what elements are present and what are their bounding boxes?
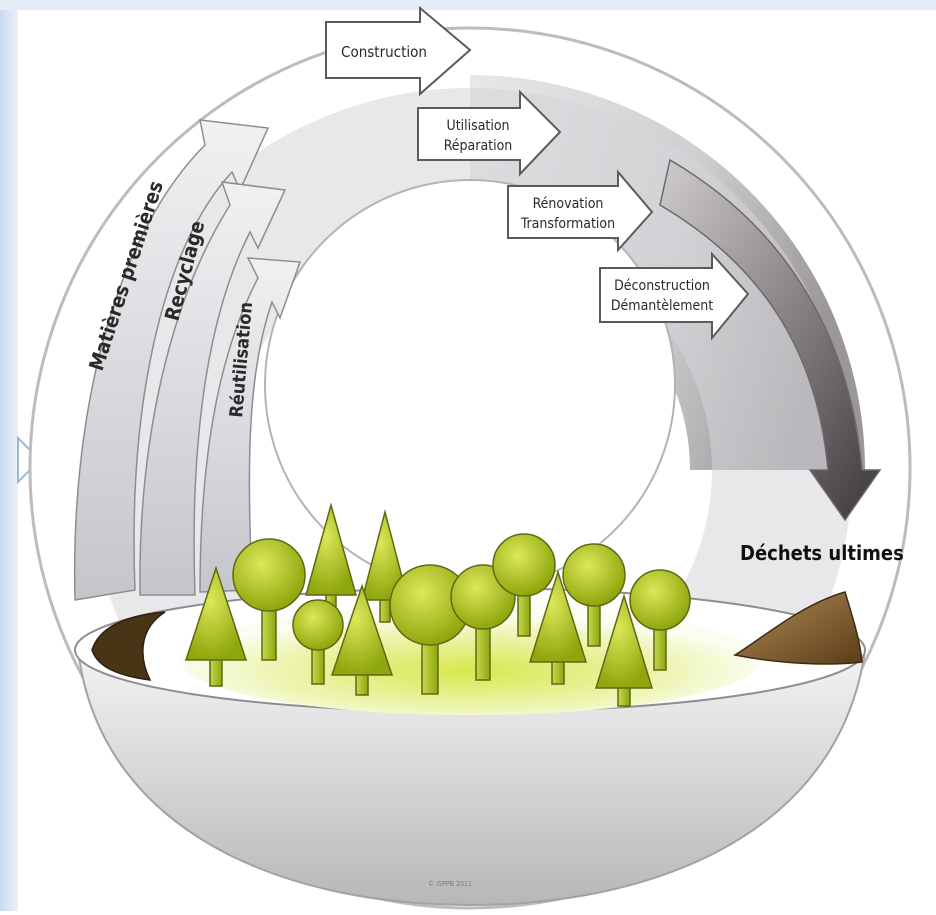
- construction-step: Construction: [325, 5, 472, 97]
- transformation-label: Transformation: [520, 216, 615, 232]
- final-waste-label: Déchets ultimes: [740, 541, 904, 565]
- right-soil-pile: [732, 591, 863, 665]
- slide-left-band: [0, 0, 18, 911]
- renovation-label: Rénovation: [533, 196, 604, 212]
- round-tree: [562, 543, 626, 647]
- conifer-tree: [184, 565, 248, 687]
- deconstruction-label: Déconstruction: [614, 278, 710, 294]
- final-waste-arrow: [659, 158, 882, 522]
- repair-label: Réparation: [444, 138, 513, 154]
- round-tree: [492, 533, 556, 637]
- use-label: Utilisation: [446, 118, 509, 134]
- round-tree: [292, 599, 344, 685]
- conifer-tree: [528, 569, 588, 685]
- construction-label: Construction: [341, 43, 427, 61]
- slide-top-band: [0, 0, 936, 10]
- renovation-step: Rénovation Transformation: [507, 169, 654, 253]
- round-tree: [232, 538, 306, 661]
- round-tree: [389, 564, 471, 695]
- conifer-tree: [594, 593, 654, 707]
- use-repair-step: Utilisation Réparation: [417, 89, 562, 177]
- deconstruction-step: Déconstruction Démantèlement: [599, 251, 750, 341]
- forest: [184, 502, 691, 707]
- round-tree: [629, 569, 691, 671]
- recycling-loop-arrow: [139, 181, 287, 596]
- raw-materials-loop-arrow: [73, 119, 270, 601]
- conifer-tree: [330, 583, 394, 696]
- reuse-loop-arrow: [199, 257, 302, 593]
- earth-bowl: [76, 649, 867, 907]
- conifer-tree: [305, 502, 357, 611]
- dismantling-label: Démantèlement: [611, 298, 713, 314]
- credit-text: © ISPPB 2011: [428, 880, 472, 888]
- left-soil-hole: [91, 611, 166, 681]
